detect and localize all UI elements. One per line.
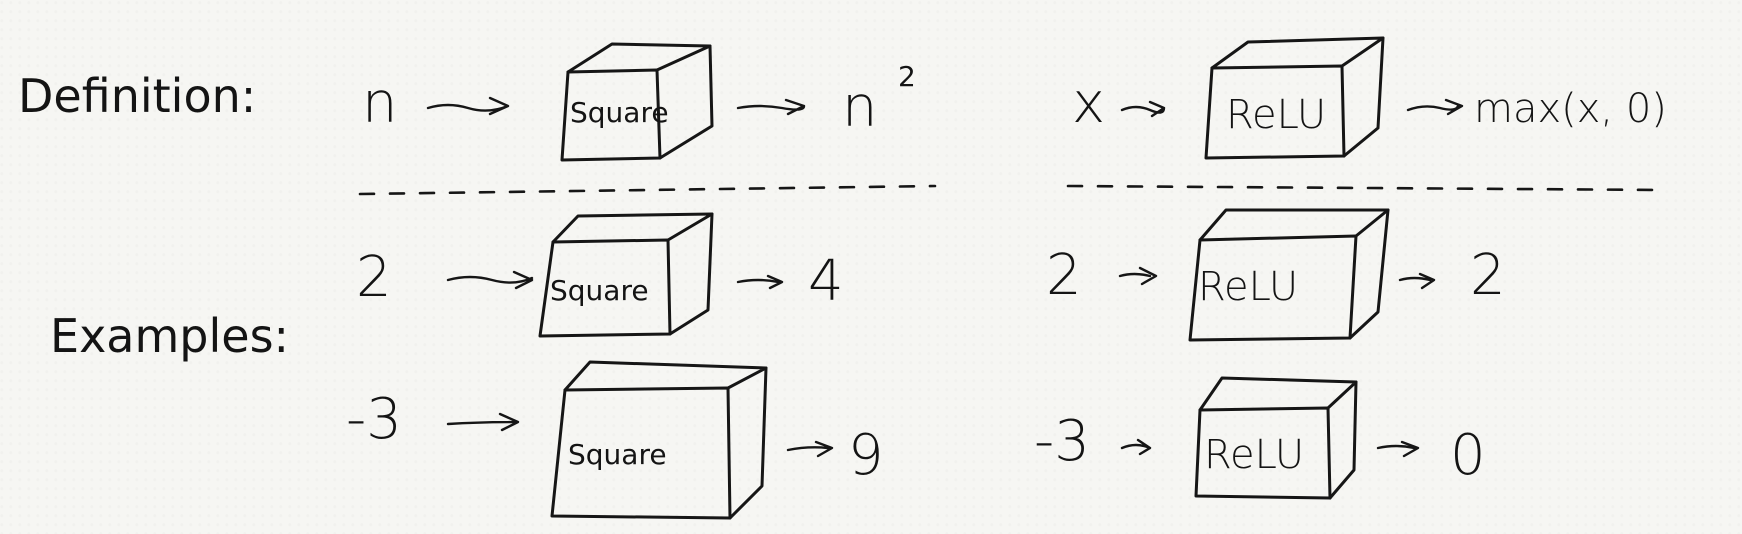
relu-def-output: max(x, 0): [1474, 86, 1667, 132]
square-ex2-box: Square: [550, 360, 768, 520]
relu-definition-row: x ReLU max(x, 0): [1072, 36, 1667, 160]
arrow-in: [426, 96, 510, 116]
relu-def-input: x: [1072, 71, 1105, 136]
square-ex1-box: Square: [538, 212, 714, 338]
relu-ex1-output-value: 2: [1470, 243, 1506, 308]
square-def-box-label: Square: [570, 96, 669, 129]
arrow-out: [736, 98, 806, 116]
relu-ex2-box-label: ReLU: [1204, 432, 1304, 478]
arrow-in: [446, 270, 534, 290]
square-def-box: Square: [560, 42, 714, 162]
arrow-out: [1406, 98, 1464, 116]
square-ex2-box-label: Square: [568, 438, 667, 471]
arrow-in: [1118, 266, 1158, 286]
relu-example-2: -3 ReLU 0: [1034, 376, 1486, 500]
arrow-out: [1398, 272, 1436, 290]
square-example-2: -3 Square 9: [346, 360, 884, 520]
relu-ex1-box-label: ReLU: [1198, 264, 1298, 310]
relu-ex1-box: ReLU: [1188, 208, 1390, 342]
relu-ex2-box: ReLU: [1194, 376, 1358, 500]
definition-label: Definition:: [18, 69, 256, 123]
arrow-out: [786, 440, 834, 458]
square-ex1-output: 4: [808, 249, 844, 314]
relu-example-1: 2 ReLU -3 2: [1046, 208, 1506, 342]
square-def-input: n: [362, 71, 398, 136]
relu-def-box-label: ReLU: [1226, 92, 1326, 138]
square-example-1: 2 Square 4: [356, 212, 844, 338]
square-ex1-input: 2: [356, 245, 392, 310]
relu-ex1-input: 2: [1046, 243, 1082, 308]
square-def-output-exponent: 2: [898, 60, 916, 93]
relu-ex2-input: -3: [1034, 409, 1090, 474]
square-def-output: n: [842, 75, 878, 140]
separator-left: [358, 184, 937, 196]
relu-def-box: ReLU: [1204, 36, 1385, 160]
square-ex2-output: 9: [848, 423, 884, 488]
arrow-out: [736, 274, 784, 290]
arrow-out: [1376, 440, 1420, 458]
arrow-in: [1120, 438, 1152, 456]
separator-right: [1066, 184, 1667, 192]
arrow-in: [1120, 100, 1166, 118]
square-ex1-box-label: Square: [550, 274, 649, 307]
square-definition-row: n Square n 2: [362, 42, 916, 162]
relu-ex2-output: 0: [1450, 423, 1486, 488]
arrow-in: [446, 412, 520, 432]
square-ex2-input: -3: [346, 387, 402, 452]
examples-label: Examples:: [50, 309, 289, 363]
